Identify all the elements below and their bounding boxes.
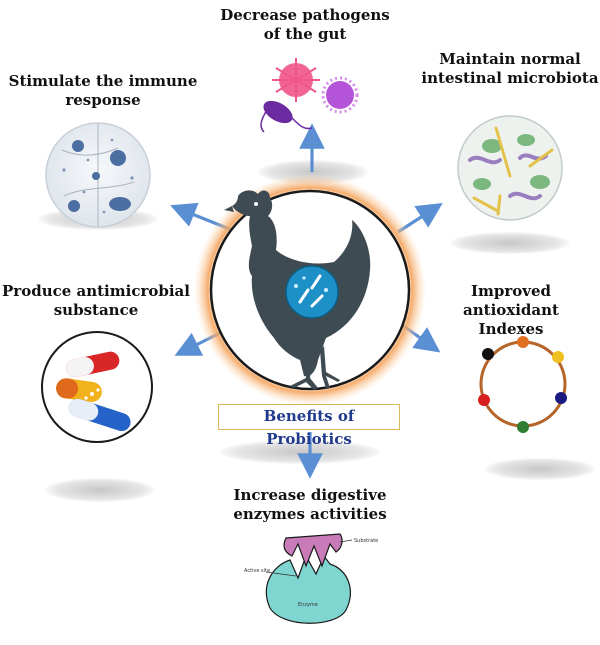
benefit-improved-antioxidant: Improved antioxidant Indexes [422,282,600,339]
ring-dot-black [482,348,494,360]
enzyme-label: Enzyme [298,602,318,608]
microbiota-dish-icon [457,115,563,221]
bacterium-icon [260,100,313,133]
benefit-line-2: Indexes [478,320,544,338]
benefit-line-2: substance [53,301,139,319]
active-site-label: Active site [244,568,270,574]
benefits-title-box: Benefits of Probiotics [218,404,400,448]
antioxidant-ring-icon [478,336,567,433]
shadow-microbiota [450,232,570,254]
probiotic-badge-icon [285,265,339,319]
benefit-line-1: Produce antimicrobial [2,282,190,300]
ring-dot-yellow [552,351,564,363]
benefit-line-1: Stimulate the immune [8,72,198,90]
enzyme-icon: Substrate Active site Enzyme [244,533,378,624]
benefits-title: Benefits of Probiotics [263,407,355,448]
ring-dot-navy [555,392,567,404]
benefit-line-1: Improved antioxidant [463,282,559,319]
immune-dish-icon [45,122,151,228]
shadow-pills [45,478,155,502]
benefit-produce-antimicrobial: Produce antimicrobial substance [0,282,192,320]
pathogens-icon [260,58,359,133]
benefit-stimulate-immune: Stimulate the immune response [6,72,200,110]
benefit-increase-digestive: Increase digestive enzymes activities [210,486,410,524]
pink-virus-icon [272,58,320,102]
benefit-line-2: intestinal microbiota [421,69,599,87]
pills-icon [41,331,153,443]
benefit-line-2: of the gut [263,25,347,43]
benefit-decrease-pathogens: Decrease pathogens of the gut [205,6,405,44]
substrate-label: Substrate [354,538,378,544]
shadow-ring [485,458,595,480]
ring-dot-orange [517,336,529,348]
ring-dot-red [478,394,490,406]
purple-virus-icon [321,76,359,114]
benefit-maintain-microbiota: Maintain normal intestinal microbiota [420,50,600,88]
benefit-line-2: enzymes activities [233,505,387,523]
benefit-line-1: Decrease pathogens [220,6,390,24]
benefit-line-2: response [65,91,141,109]
benefit-line-1: Increase digestive [233,486,387,504]
ring-dot-green [517,421,529,433]
benefit-line-1: Maintain normal [439,50,581,68]
